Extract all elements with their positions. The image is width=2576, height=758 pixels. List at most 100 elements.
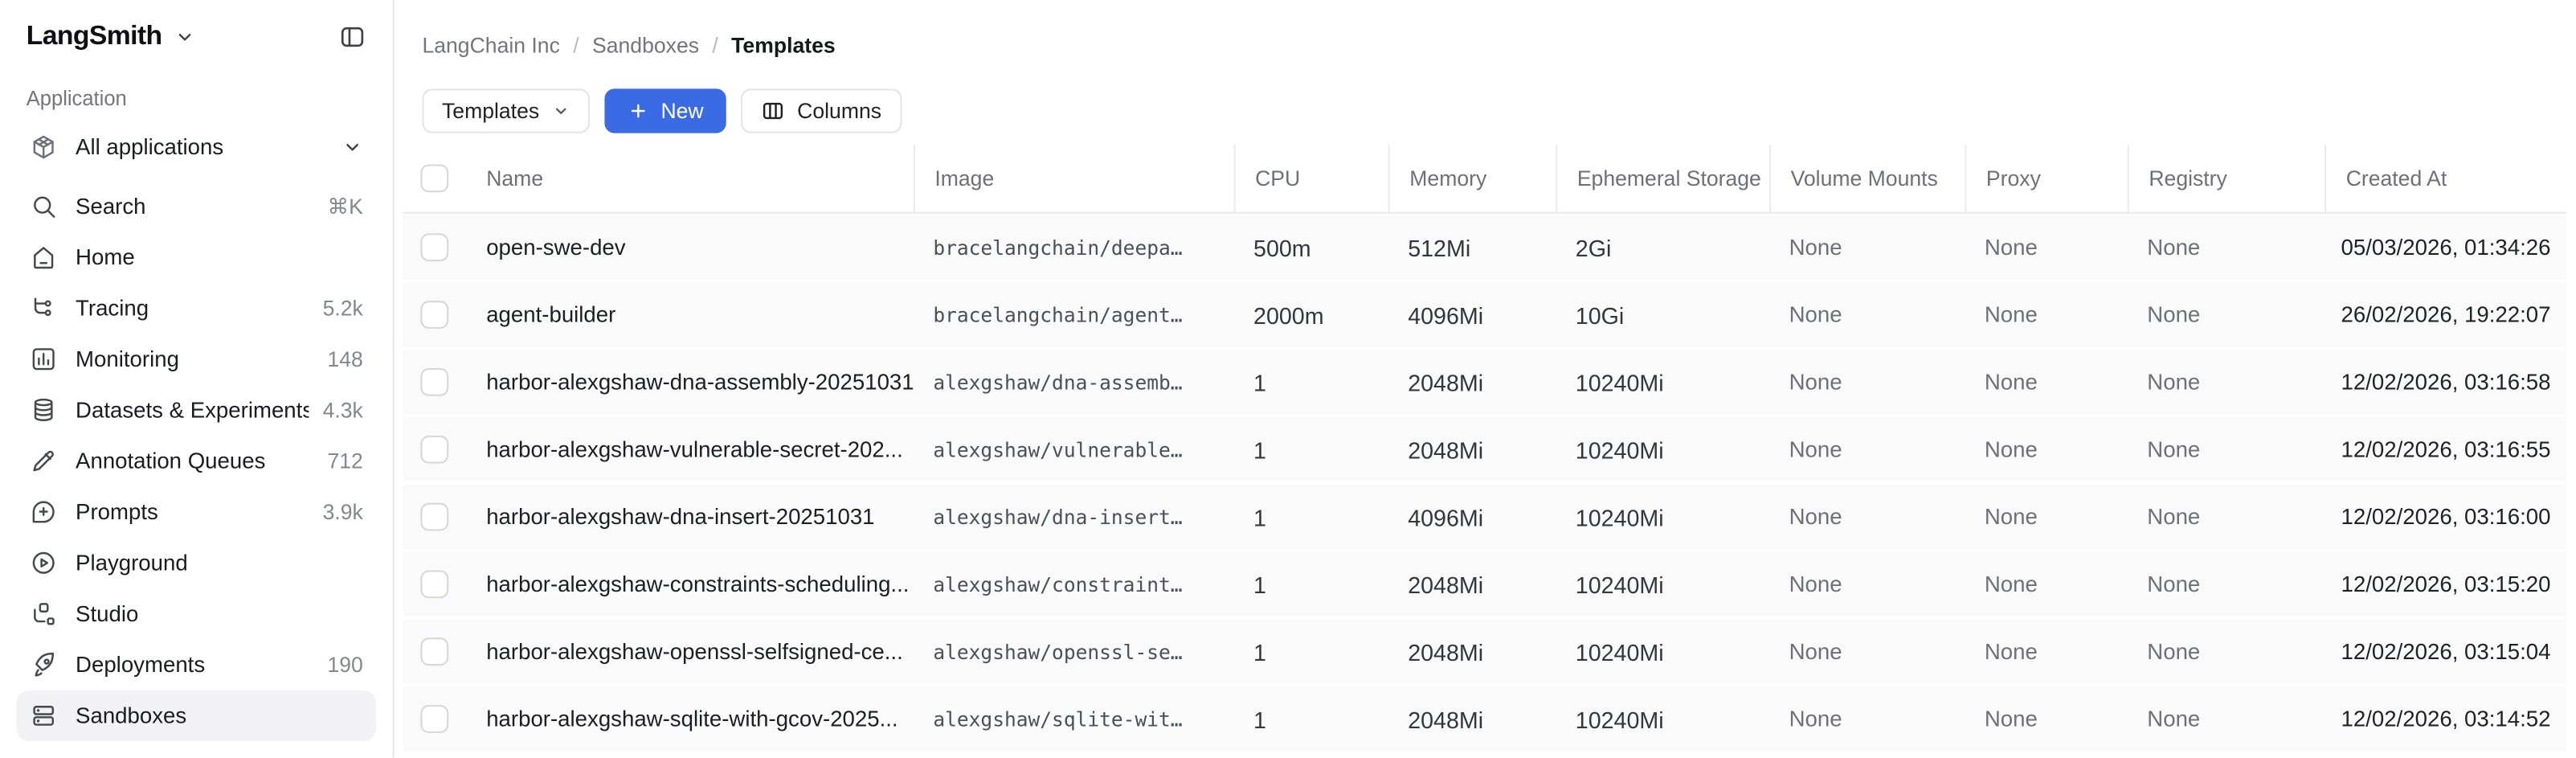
sidebar-item-label: Prompts [76, 499, 158, 525]
cell-volume_mounts: None [1789, 707, 1842, 731]
cell-ephemeral_storage: 10240Mi [1575, 571, 1664, 598]
cell-volume_mounts: None [1789, 370, 1842, 395]
table-row[interactable]: harbor-alexgshaw-sqlite-with-gcov-2025..… [402, 686, 2566, 752]
sidebar-item-label: Datasets & Experiments [76, 397, 310, 423]
breadcrumb-item-sandboxes[interactable]: Sandboxes [592, 32, 700, 58]
cell-memory: 2048Mi [1408, 638, 1484, 666]
column-header-image[interactable]: Image [913, 144, 1234, 212]
sidebar-item-search[interactable]: Search⌘K [16, 181, 376, 231]
select-all-checkbox[interactable] [420, 164, 449, 193]
cell-memory: 2048Mi [1408, 571, 1484, 598]
sidebar-item-label: Search [76, 194, 146, 219]
column-header-memory[interactable]: Memory [1388, 144, 1556, 212]
cell-memory: 512Mi [1408, 234, 1471, 261]
cell-image: bracelangchain/agent… [933, 303, 1183, 326]
cell-cpu: 1 [1253, 638, 1266, 666]
row-checkbox[interactable] [420, 705, 449, 733]
row-checkbox[interactable] [420, 301, 449, 329]
row-checkbox[interactable] [420, 233, 449, 262]
main-content: LangChain Inc/Sandboxes/Templates Templa… [395, 0, 2576, 758]
play-icon [30, 549, 58, 577]
breadcrumb-separator: / [712, 32, 718, 58]
cell-proxy: None [1984, 707, 2038, 731]
cell-registry: None [2147, 370, 2201, 395]
view-dropdown-label: Templates [441, 98, 540, 124]
column-header-name[interactable]: Name [486, 166, 544, 191]
column-header-cpu[interactable]: CPU [1233, 144, 1388, 212]
cell-image: bracelangchain/deepa… [933, 236, 1183, 260]
table-row[interactable]: harbor-alexgshaw-vulnerable-secret-202..… [402, 417, 2566, 482]
cell-proxy: None [1984, 302, 2038, 327]
column-header-registry[interactable]: Registry [2127, 144, 2325, 212]
sidebar-toggle-icon[interactable] [338, 23, 366, 51]
sidebar-item-studio[interactable]: Studio [16, 588, 376, 639]
view-dropdown-button[interactable]: Templates [422, 88, 591, 133]
table-row[interactable]: harbor-alexgshaw-openssl-selfsigned-ce..… [402, 619, 2566, 684]
row-checkbox[interactable] [420, 502, 449, 531]
prompt-icon [30, 498, 58, 527]
pen-icon [30, 447, 58, 475]
sidebar-item-label: Annotation Queues [76, 449, 266, 473]
sidebar-item-label: All applications [76, 134, 224, 160]
rocket-icon [30, 651, 58, 679]
new-button[interactable]: New [604, 88, 727, 133]
cell-volume_mounts: None [1789, 504, 1842, 530]
column-header-ephemeral_storage[interactable]: Ephemeral Storage [1556, 144, 1769, 212]
home-icon [30, 244, 58, 272]
table-row[interactable]: harbor-alexgshaw-constraints-scheduling.… [402, 551, 2566, 617]
cell-created_at: 12/02/2026, 03:15:04 [2341, 639, 2551, 665]
cell-volume_mounts: None [1789, 302, 1842, 327]
row-checkbox[interactable] [420, 637, 449, 666]
sidebar-item-prompts[interactable]: Prompts 3.9k [16, 486, 376, 537]
row-checkbox-cell [403, 620, 467, 684]
cell-proxy: None [1984, 572, 2038, 597]
column-header-created_at[interactable]: Created At [2325, 144, 2566, 212]
sidebar-item-home[interactable]: Home [16, 231, 376, 282]
cell-ephemeral_storage: 10240Mi [1575, 706, 1664, 732]
sidebar-item-all-applications[interactable]: All applications [16, 121, 376, 172]
column-header-proxy[interactable]: Proxy [1965, 144, 2127, 212]
sidebar-item-badge: 148 [327, 346, 363, 372]
row-checkbox[interactable] [420, 367, 449, 396]
workspace-switcher[interactable]: LangSmith [0, 0, 393, 52]
cell-cpu: 1 [1253, 369, 1266, 395]
sidebar-item-label: Sandboxes [76, 703, 187, 728]
sidebar-item-annotation-queues[interactable]: Annotation Queues 712 [16, 436, 376, 486]
cell-name: harbor-alexgshaw-openssl-selfsigned-ce..… [486, 639, 903, 665]
chevron-down-icon [552, 102, 570, 120]
breadcrumb-separator: / [573, 32, 579, 58]
monitoring-icon [30, 345, 58, 373]
sidebar-item-badge: 712 [327, 449, 363, 473]
column-header-volume_mounts[interactable]: Volume Mounts [1769, 144, 1965, 212]
sidebar-item-label: Tracing [76, 296, 149, 321]
cell-cpu: 1 [1253, 436, 1266, 463]
row-checkbox-cell [403, 283, 467, 347]
chevron-down-icon [174, 27, 195, 48]
cell-ephemeral_storage: 10240Mi [1575, 369, 1664, 395]
cell-image: alexgshaw/sqlite-wit… [933, 707, 1183, 731]
columns-button[interactable]: Columns [741, 88, 902, 133]
row-checkbox-cell [403, 485, 467, 549]
cell-created_at: 12/02/2026, 03:16:55 [2341, 436, 2551, 462]
cell-cpu: 500m [1253, 234, 1311, 261]
row-checkbox[interactable] [420, 435, 449, 464]
cell-ephemeral_storage: 10240Mi [1575, 436, 1664, 463]
breadcrumb-item-langchain-inc[interactable]: LangChain Inc [422, 32, 560, 58]
sidebar-item-sandboxes[interactable]: Sandboxes [16, 690, 377, 742]
sidebar-item-badge: 3.9k [322, 499, 363, 525]
sidebar-item-playground[interactable]: Playground [16, 538, 376, 588]
cell-registry: None [2147, 572, 2201, 597]
cell-volume_mounts: None [1789, 436, 1842, 462]
row-checkbox[interactable] [420, 570, 449, 599]
